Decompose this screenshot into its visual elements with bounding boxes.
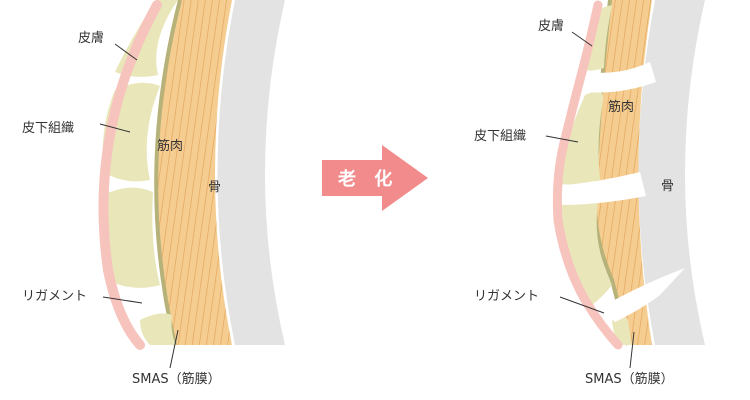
before-label-smas: SMAS（筋膜）: [132, 371, 221, 387]
before-label-skin: 皮膚: [78, 30, 104, 46]
after-ligament-lower: [600, 268, 685, 322]
after-label-ligament: リガメント: [474, 289, 539, 304]
before-bone: [217, 0, 285, 345]
before-ligament-leader: [102, 296, 143, 304]
before-label-subcutaneous-tissue: 皮下組織: [22, 121, 74, 136]
before-fat-bottom: [140, 313, 176, 345]
after-diagram: 皮膚 皮下組織 筋肉 骨 リガメント SMAS（筋膜）: [474, 0, 705, 387]
before-smas-leader: [169, 329, 179, 369]
after-ligament-upper: [584, 62, 656, 93]
after-subcutaneous-leader: [545, 135, 579, 143]
after-bone: [638, 0, 705, 345]
before-subcutaneous-leader: [99, 123, 131, 133]
aging-arrow-shape: [322, 145, 428, 211]
after-label-muscle: 筋肉: [608, 99, 634, 115]
after-ligament-leader: [559, 296, 605, 314]
before-skin-leader: [114, 43, 138, 61]
after-label-skin: 皮膚: [538, 18, 564, 34]
aging-arrow: 老 化: [322, 145, 428, 211]
aging-arrow-label: 老 化: [338, 168, 398, 190]
before-smas-layer: [154, 0, 182, 346]
before-muscle: [156, 0, 232, 345]
after-skin-leader: [571, 31, 593, 47]
after-ligament-middle: [556, 172, 646, 205]
after-fat-middle: [556, 91, 604, 185]
before-fat-lower: [102, 187, 160, 288]
after-label-subcutaneous-tissue: 皮下組織: [474, 129, 526, 144]
before-diagram: 皮膚 皮下組織 筋肉 骨 リガメント SMAS（筋膜）: [22, 0, 285, 387]
before-label-bone: 骨: [208, 180, 221, 195]
before-skin: [98, 0, 162, 350]
after-label-bone: 骨: [661, 179, 674, 194]
before-label-ligament: リガメント: [22, 289, 87, 304]
after-smas-leader: [629, 331, 635, 369]
after-fat-lower: [560, 199, 612, 306]
after-skin: [552, 0, 623, 350]
before-label-muscle: 筋肉: [157, 138, 183, 154]
after-label-smas: SMAS（筋膜）: [585, 371, 674, 387]
